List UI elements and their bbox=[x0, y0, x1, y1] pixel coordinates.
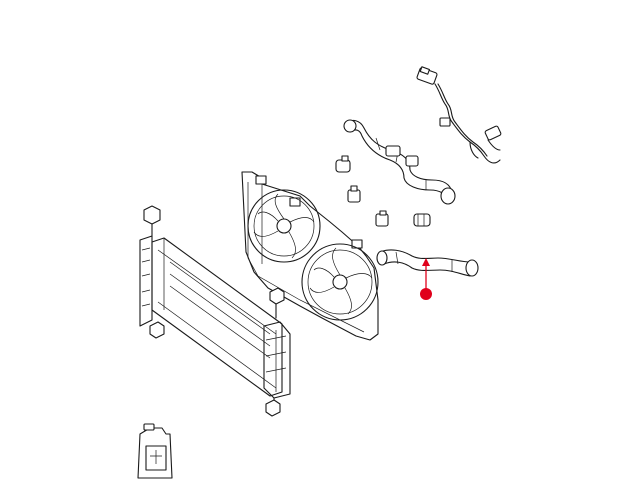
radiator-bracket bbox=[143, 205, 285, 417]
hose-clamp-middle bbox=[347, 185, 361, 203]
upper-radiator-hose bbox=[343, 119, 456, 205]
lower-radiator-hose bbox=[376, 249, 479, 277]
coolant-container bbox=[137, 423, 173, 479]
hose-clamp-upper bbox=[335, 155, 351, 173]
callout-dot bbox=[420, 288, 432, 300]
callout-arrowhead bbox=[422, 258, 430, 266]
radiator bbox=[139, 235, 291, 399]
callout-marker bbox=[420, 258, 432, 300]
wiring-harness bbox=[416, 66, 502, 164]
hose-clamp-right bbox=[413, 213, 431, 227]
cooling-fan-left bbox=[247, 189, 321, 263]
cooling-fan-right bbox=[301, 243, 379, 321]
hose-clamp-lower bbox=[375, 210, 389, 227]
